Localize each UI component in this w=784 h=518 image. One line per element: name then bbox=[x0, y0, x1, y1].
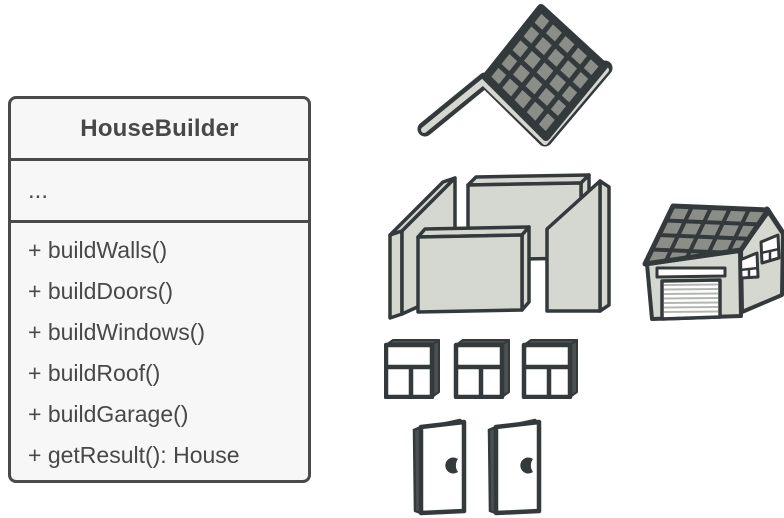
class-fields-placeholder: ... bbox=[11, 161, 308, 223]
doors-illustration-icon bbox=[412, 418, 552, 518]
roof-illustration-icon bbox=[417, 4, 613, 147]
method-get-result: + getResult(): House bbox=[28, 442, 240, 468]
class-methods-section: + buildWalls() + buildDoors() + buildWin… bbox=[11, 223, 308, 480]
walls-illustration-icon bbox=[388, 173, 611, 320]
method-build-walls: + buildWalls() bbox=[28, 237, 168, 263]
method-build-roof: + buildRoof() bbox=[28, 360, 161, 386]
uml-class-box: HouseBuilder ... + buildWalls() + buildD… bbox=[8, 96, 311, 483]
windows-illustration-icon bbox=[384, 337, 584, 399]
method-build-garage: + buildGarage() bbox=[28, 401, 189, 427]
class-title: HouseBuilder bbox=[11, 99, 308, 161]
method-build-windows: + buildWindows() bbox=[28, 319, 206, 345]
house-illustration-icon bbox=[642, 203, 784, 321]
method-build-doors: + buildDoors() bbox=[28, 278, 174, 304]
